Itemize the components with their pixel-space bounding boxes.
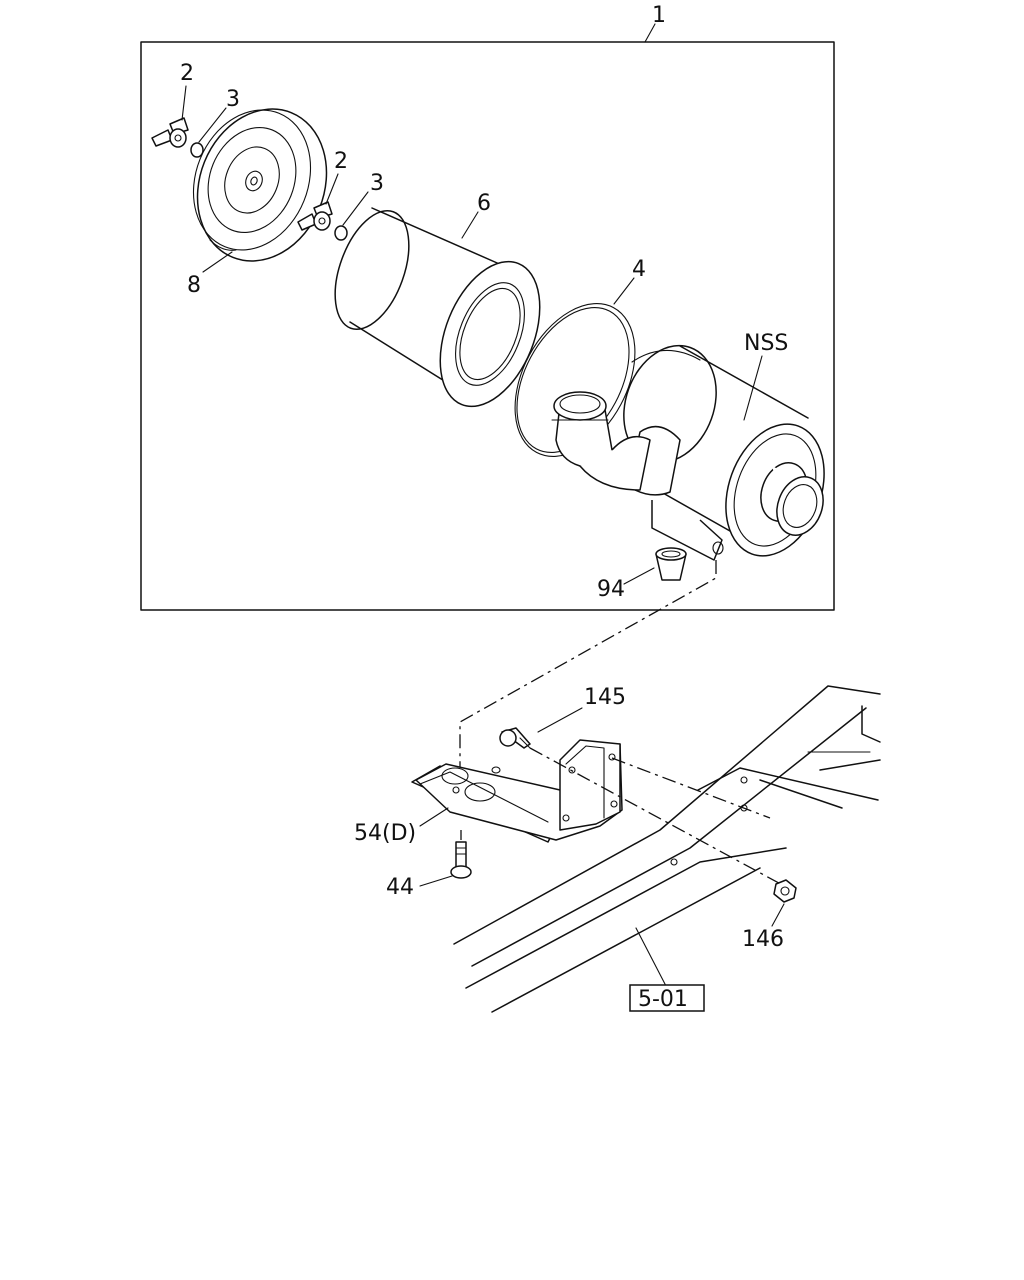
- center-line-mount: [459, 560, 717, 788]
- leader-54: [419, 807, 449, 827]
- leader-3b: [342, 191, 369, 226]
- callout-2b: 2: [334, 149, 348, 174]
- callout-6: 6: [477, 191, 491, 216]
- leader-nss: [743, 355, 763, 421]
- bolt-44: [450, 841, 472, 879]
- center-line-bolt-145: [529, 747, 789, 889]
- chassis-frame-rail: [453, 685, 881, 1013]
- callout-nss: NSS: [744, 331, 788, 356]
- washer-lower: [334, 225, 348, 241]
- leader-1: [644, 23, 656, 43]
- gasket-ring: [514, 303, 636, 457]
- end-cover: [192, 108, 328, 262]
- bolt-145: [499, 727, 531, 749]
- leader-4: [613, 277, 635, 305]
- page-ref-box: [629, 984, 705, 1012]
- nut-146: [773, 879, 797, 903]
- leader-5-01: [635, 927, 667, 987]
- assembly-frame: [140, 41, 835, 611]
- page-ref-label: 5-01: [638, 987, 688, 1012]
- wing-nut-lower: [297, 201, 333, 231]
- callout-94: 94: [597, 577, 625, 602]
- leader-8: [202, 251, 233, 273]
- callout-3a: 3: [226, 87, 240, 112]
- wing-nut-upper: [151, 117, 189, 148]
- leader-146: [771, 903, 785, 927]
- callout-44: 44: [386, 875, 414, 900]
- leader-3a: [198, 107, 227, 143]
- leader-2a: [181, 85, 187, 121]
- leader-145: [537, 707, 583, 733]
- mounting-bracket: [411, 739, 623, 843]
- callout-2a: 2: [180, 61, 194, 86]
- filter-element: [332, 207, 541, 410]
- leader-44: [419, 875, 453, 887]
- leader-94: [623, 567, 655, 585]
- callout-4: 4: [632, 257, 646, 282]
- leader-6: [461, 211, 479, 239]
- callout-3b: 3: [370, 171, 384, 196]
- rubber-bush: [655, 547, 687, 581]
- air-cleaner-housing: [551, 344, 825, 561]
- leader-2b: [325, 173, 339, 205]
- washer-upper: [190, 142, 204, 158]
- callout-146: 146: [742, 927, 784, 952]
- callout-1: 1: [652, 3, 666, 28]
- callout-8: 8: [187, 273, 201, 298]
- center-line-bracket: [611, 757, 771, 819]
- callout-54: 54(D): [354, 821, 416, 846]
- callout-145: 145: [584, 685, 626, 710]
